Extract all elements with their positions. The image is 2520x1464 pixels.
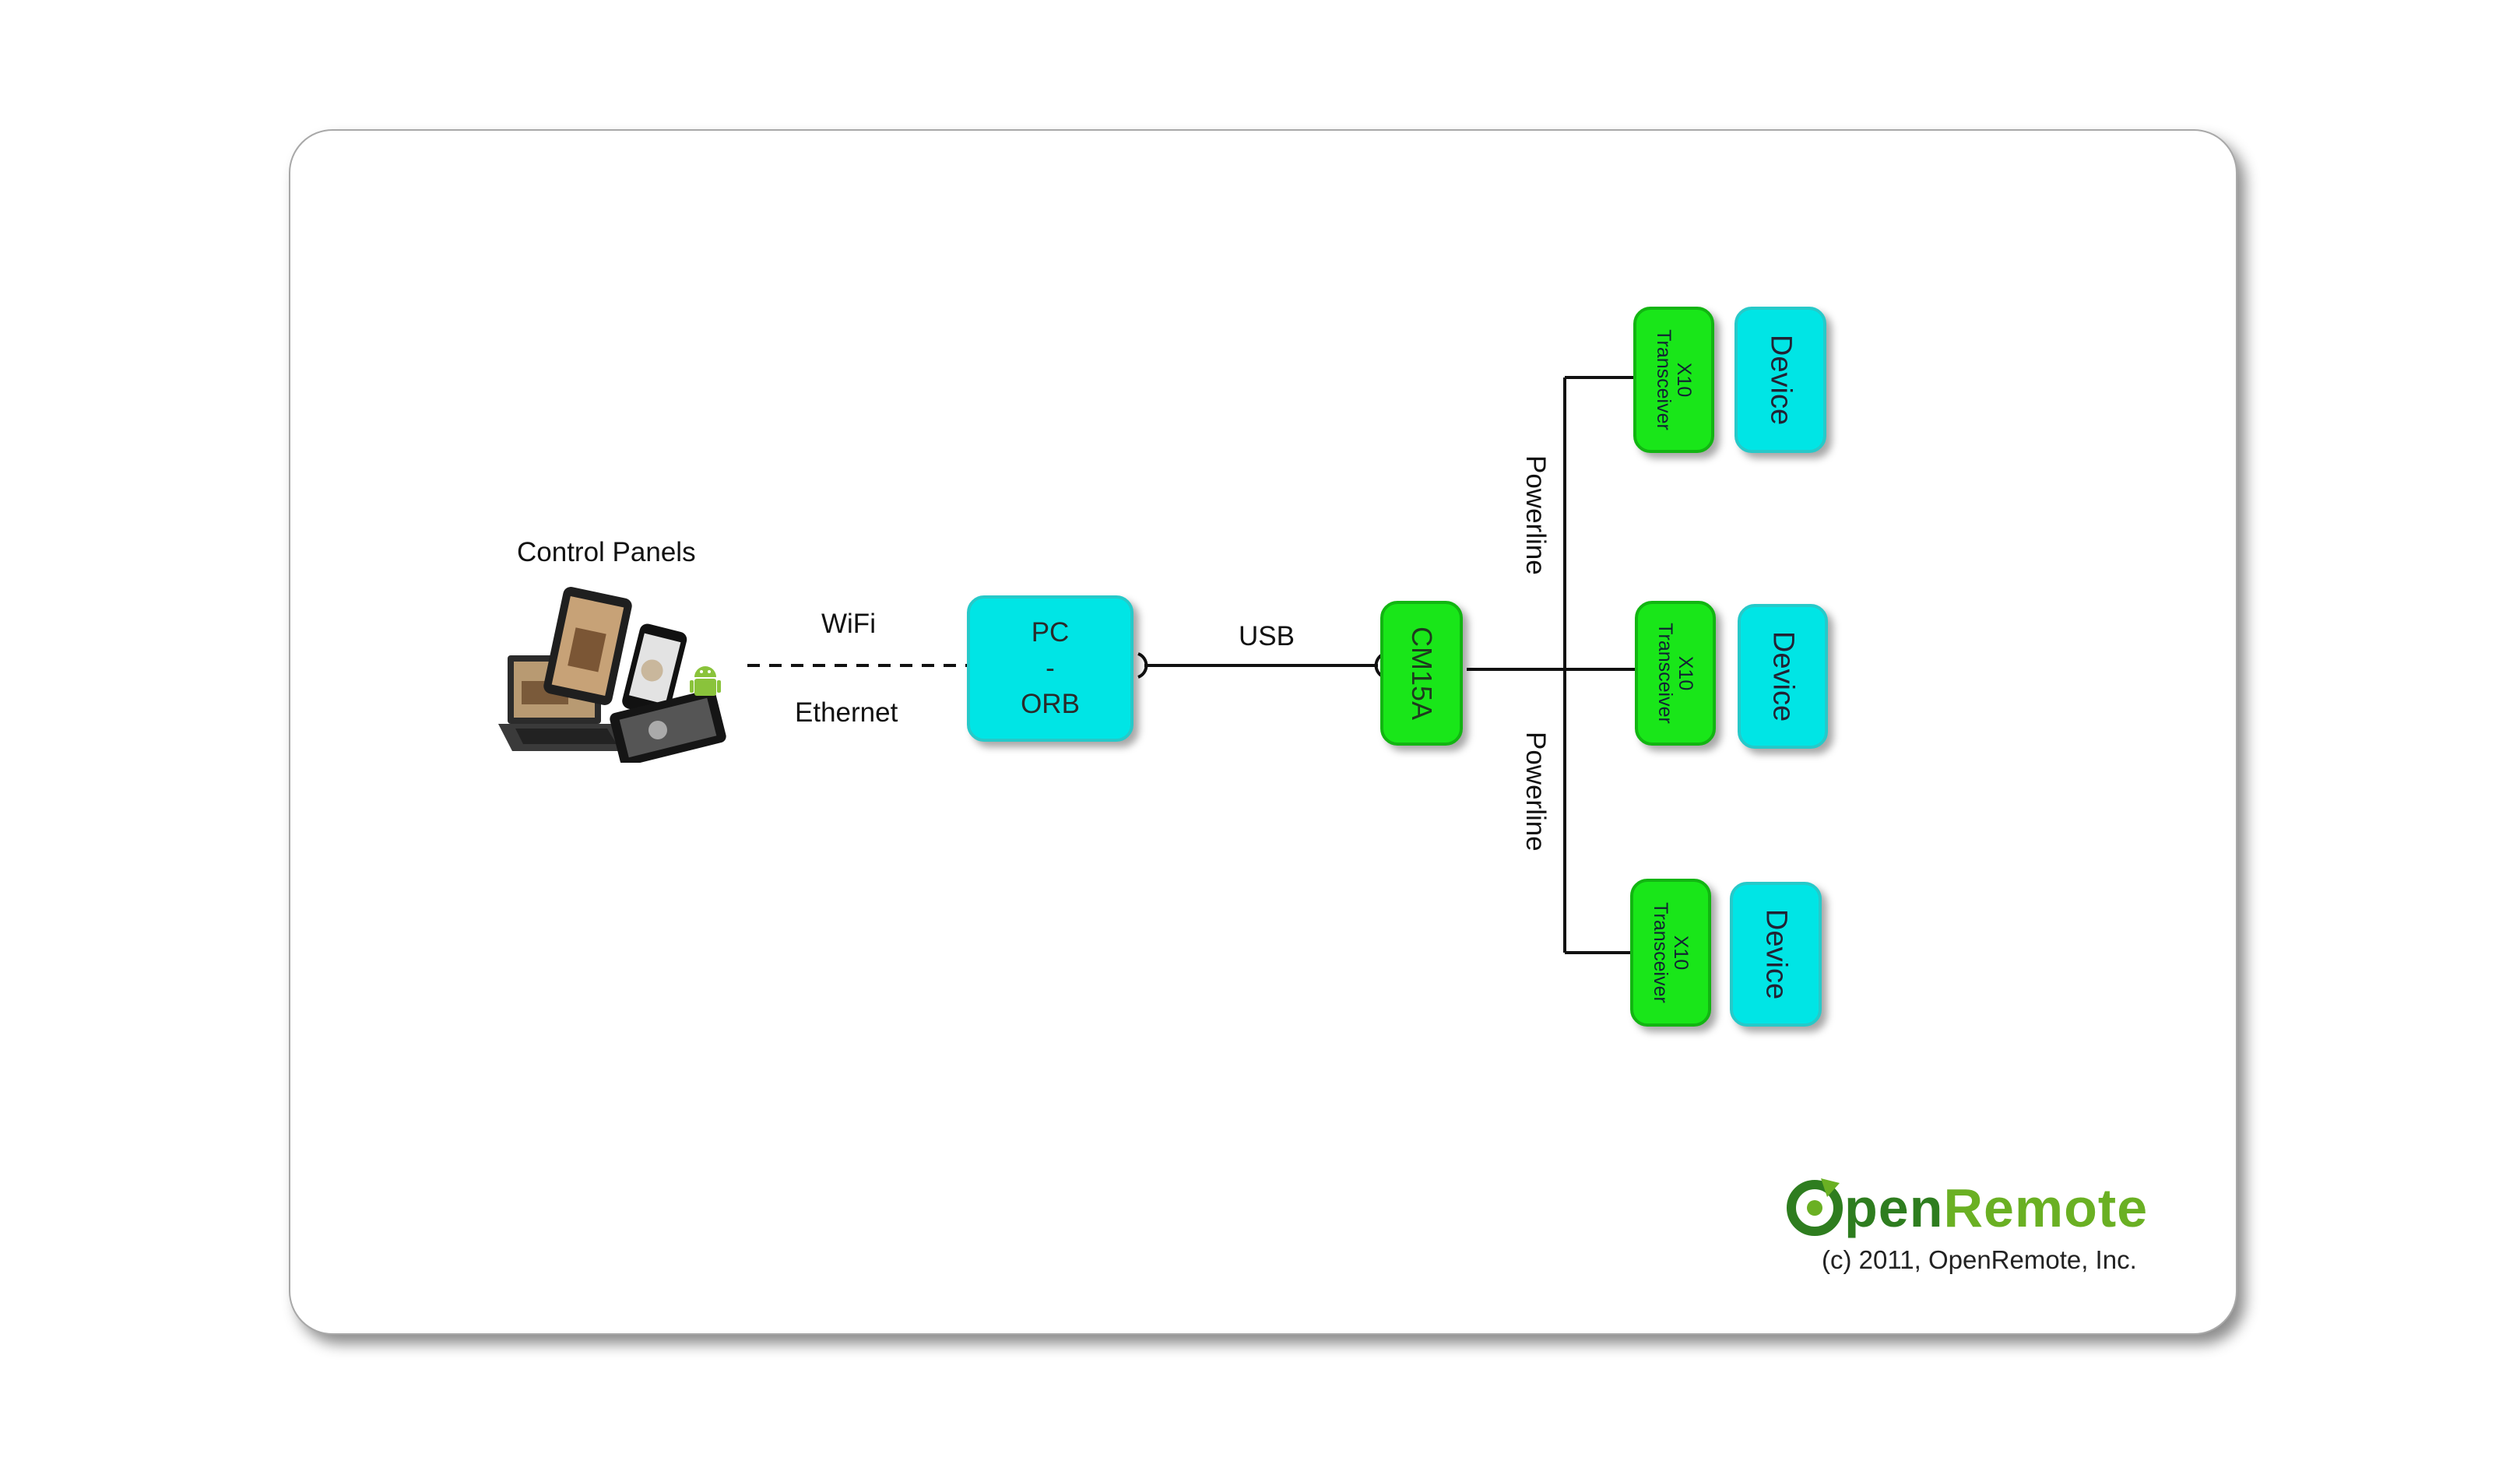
x10-transceiver-1-line2: Transceiver <box>1653 329 1675 430</box>
ethernet-label: Ethernet <box>795 697 898 728</box>
x10-transceiver-2-line1: X10 <box>1675 655 1696 691</box>
smartphone-icon <box>622 623 687 717</box>
cm15a-node: CM15A <box>1380 601 1463 746</box>
x10-transceiver-3-line2: Transceiver <box>1650 902 1671 1003</box>
wifi-label: WiFi <box>821 609 876 639</box>
x10-transceiver-3: X10 Transceiver <box>1630 879 1711 1027</box>
control-panels-label: Control Panels <box>517 537 696 567</box>
tablet-icon <box>543 587 632 705</box>
pc-orb-node: PC - ORB <box>967 595 1133 742</box>
x10-transceiver-2-label: X10 Transceiver <box>1654 623 1696 724</box>
x10-transceiver-1-label: X10 Transceiver <box>1653 329 1695 430</box>
device-1-label: Device <box>1764 334 1798 426</box>
openremote-logo-remote: Remote <box>1943 1178 2148 1238</box>
device-1: Device <box>1734 307 1826 453</box>
cm15a-label: CM15A <box>1406 626 1438 721</box>
device-3-label: Device <box>1759 908 1793 1000</box>
pc-orb-line2: - <box>1046 653 1055 683</box>
x10-transceiver-2: X10 Transceiver <box>1635 601 1716 746</box>
x10-transceiver-1: X10 Transceiver <box>1633 307 1714 453</box>
pc-orb-line1: PC <box>1031 617 1070 648</box>
x10-transceiver-1-line1: X10 <box>1673 362 1695 398</box>
openremote-logo-text: penRemote <box>1844 1178 2148 1238</box>
device-2-label: Device <box>1766 630 1800 722</box>
x10-transceiver-3-label: X10 Transceiver <box>1650 902 1692 1003</box>
openremote-logo-open: pen <box>1844 1178 1943 1238</box>
android-icon <box>690 666 721 696</box>
device-2: Device <box>1738 604 1828 749</box>
powerline-label-bottom: Powerline <box>1520 732 1551 851</box>
usb-connector-left <box>1137 652 1148 679</box>
device-3: Device <box>1730 882 1822 1027</box>
powerline-label-top: Powerline <box>1520 455 1551 575</box>
android-tablet-icon <box>610 689 726 763</box>
openremote-logo-mark <box>1787 1178 1843 1236</box>
x10-transceiver-3-line1: X10 <box>1670 935 1692 971</box>
usb-label: USB <box>1239 621 1295 651</box>
x10-transceiver-2-line2: Transceiver <box>1654 623 1676 724</box>
openremote-logo: penRemote <box>1787 1178 2148 1238</box>
control-panels-image <box>498 587 726 763</box>
pc-orb-line3: ORB <box>1021 689 1080 719</box>
copyright-text: (c) 2011, OpenRemote, Inc. <box>1822 1245 2137 1274</box>
